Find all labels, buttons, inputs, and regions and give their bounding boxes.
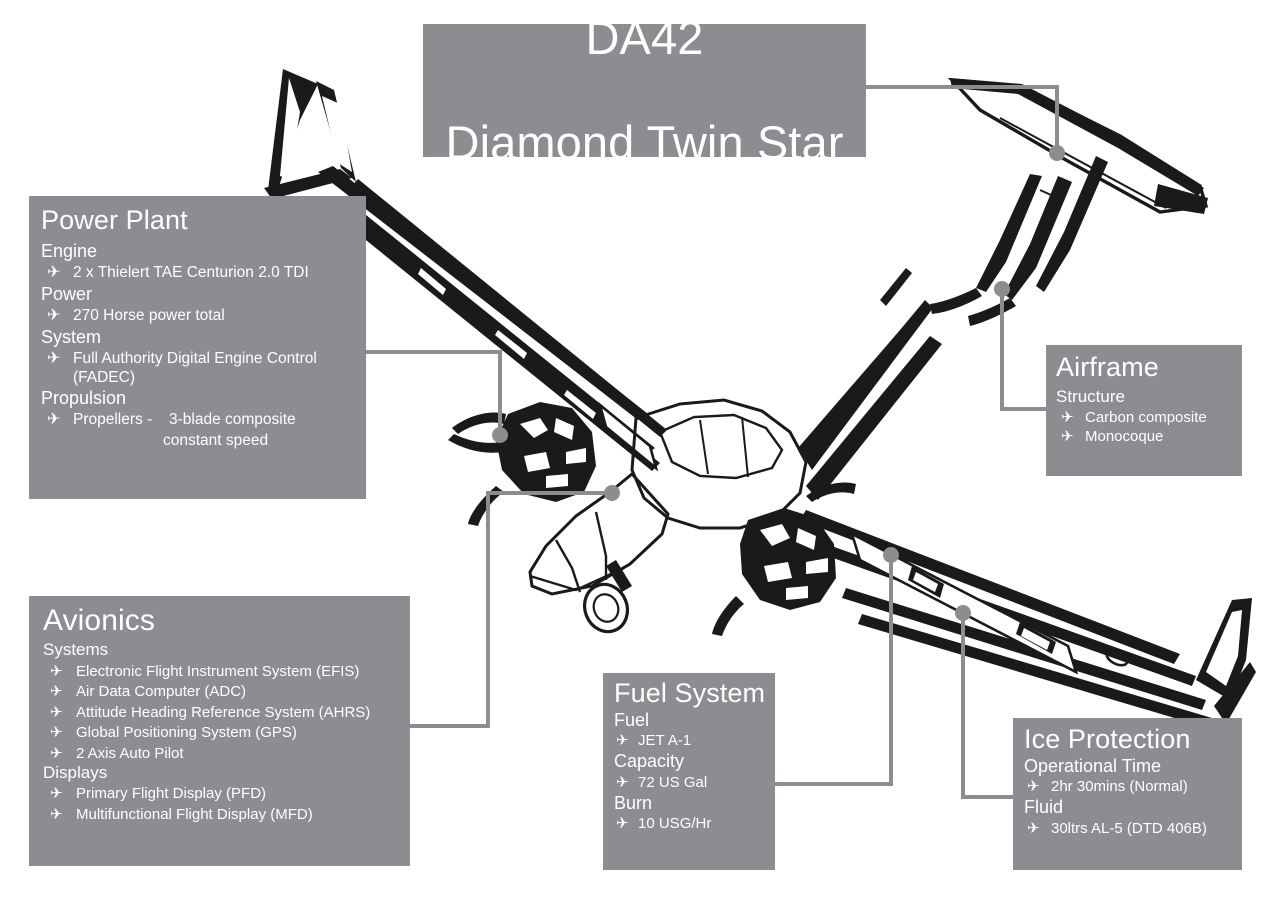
callout-airframe: Airframe Structure ✈ Carbon composite ✈ …	[1046, 345, 1242, 476]
power-plant-engine-list: ✈ 2 x Thielert TAE Centurion 2.0 TDI	[41, 264, 366, 283]
power-plant-section-propulsion: Propulsion	[41, 388, 127, 409]
callout-fuel-system: Fuel System Fuel ✈ JET A-1 Capacity ✈ 72…	[603, 673, 775, 870]
airplane-bullet-icon: ✈	[50, 724, 63, 742]
power-plant-system-item-1-cont: (FADEC)	[73, 368, 135, 386]
airplane-bullet-icon: ✈	[47, 307, 61, 325]
airplane-bullet-icon: ✈	[50, 785, 63, 803]
list-item: ✈ 2hr 30mins (Normal)	[1024, 778, 1242, 796]
burn-item-1: 10 USG/Hr	[638, 814, 712, 832]
list-item: ✈ 72 US Gal	[614, 774, 775, 792]
list-item: ✈ Full Authority Digital Engine Control …	[41, 350, 366, 387]
airplane-bullet-icon: ✈	[47, 264, 61, 282]
fuel-section-fuel: Fuel	[614, 710, 650, 731]
fuel-section-burn: Burn	[614, 792, 653, 813]
list-item: ✈ Propellers - 3-blade composite	[41, 411, 366, 430]
avionics-systems-item-3: Attitude Heading Reference System (AHRS)	[76, 703, 371, 721]
capacity-list: ✈ 72 US Gal	[614, 774, 775, 792]
ice-fluid-item-1: 30ltrs AL-5 (DTD 406B)	[1051, 819, 1207, 837]
callout-ice-protection: Ice Protection Operational Time ✈ 2hr 30…	[1013, 718, 1242, 870]
power-plant-propulsion-list: ✈ Propellers - 3-blade composite	[41, 411, 366, 430]
list-item: ✈ Primary Flight Display (PFD)	[43, 785, 410, 803]
list-item: ✈ Attitude Heading Reference System (AHR…	[43, 704, 410, 722]
power-plant-section-system: System	[41, 326, 102, 347]
airframe-section-structure: Structure	[1056, 387, 1125, 407]
ice-section-operational-time: Operational Time	[1024, 756, 1162, 777]
airplane-bullet-icon: ✈	[616, 773, 629, 791]
fuel-section-capacity: Capacity	[614, 751, 685, 772]
list-item: ✈ Global Positioning System (GPS)	[43, 724, 410, 742]
fuel-item-1: JET A-1	[638, 732, 692, 750]
list-item: ✈ 10 USG/Hr	[614, 815, 775, 833]
airplane-bullet-icon: ✈	[1027, 819, 1040, 837]
airframe-structure-item-1: Carbon composite	[1085, 408, 1207, 426]
avionics-displays-item-2: Multifunctional Flight Display (MFD)	[76, 805, 313, 823]
power-plant-power-list: ✈ 270 Horse power total	[41, 307, 366, 326]
ice-fluid-list: ✈ 30ltrs AL-5 (DTD 406B)	[1024, 820, 1242, 838]
power-plant-propulsion-item-3: constant speed	[163, 431, 269, 449]
list-item: ✈ Monocoque	[1056, 428, 1242, 446]
airframe-title: Airframe	[1056, 352, 1159, 382]
airplane-bullet-icon: ✈	[1061, 428, 1074, 446]
list-item: ✈ Multifunctional Flight Display (MFD)	[43, 806, 410, 824]
avionics-systems-item-1: Electronic Flight Instrument System (EFI…	[76, 662, 360, 680]
airplane-bullet-icon: ✈	[50, 805, 63, 823]
fuel-list: ✈ JET A-1	[614, 732, 775, 750]
avionics-section-displays: Displays	[43, 762, 108, 782]
power-plant-propulsion-item-1: Propellers -	[73, 411, 153, 429]
power-plant-system-list: ✈ Full Authority Digital Engine Control …	[41, 350, 366, 387]
avionics-systems-item-5: 2 Axis Auto Pilot	[76, 744, 184, 762]
avionics-title: Avionics	[43, 604, 155, 637]
power-plant-section-power: Power	[41, 283, 93, 304]
avionics-systems-list: ✈ Electronic Flight Instrument System (E…	[43, 663, 410, 763]
list-item: ✈ Carbon composite	[1056, 409, 1242, 427]
power-plant-system-item-1: Full Authority Digital Engine Control	[73, 349, 317, 367]
airframe-structure-item-2: Monocoque	[1085, 428, 1164, 446]
ice-section-fluid: Fluid	[1024, 797, 1064, 818]
title-name: Diamond Twin Star	[445, 115, 844, 169]
avionics-displays-list: ✈ Primary Flight Display (PFD) ✈ Multifu…	[43, 785, 410, 824]
capacity-item-1: 72 US Gal	[638, 773, 708, 791]
avionics-section-systems: Systems	[43, 640, 109, 660]
airplane-bullet-icon: ✈	[47, 349, 61, 367]
fuel-system-title: Fuel System	[614, 678, 766, 708]
airframe-structure-list: ✈ Carbon composite ✈ Monocoque	[1056, 409, 1242, 447]
power-plant-power-item-1: 270 Horse power total	[73, 307, 225, 325]
airplane-bullet-icon: ✈	[50, 744, 63, 762]
title-model: DA42	[585, 10, 704, 64]
power-plant-propulsion-item-2: 3-blade composite	[169, 411, 296, 429]
power-plant-section-engine: Engine	[41, 241, 98, 262]
airplane-bullet-icon: ✈	[1061, 408, 1074, 426]
list-item: ✈ JET A-1	[614, 732, 775, 750]
list-item: ✈ Air Data Computer (ADC)	[43, 683, 410, 701]
avionics-systems-item-4: Global Positioning System (GPS)	[76, 724, 297, 742]
avionics-displays-item-1: Primary Flight Display (PFD)	[76, 785, 267, 803]
airplane-bullet-icon: ✈	[50, 662, 63, 680]
ice-operational-time-list: ✈ 2hr 30mins (Normal)	[1024, 778, 1242, 796]
airplane-bullet-icon: ✈	[50, 683, 63, 701]
list-item: ✈ Electronic Flight Instrument System (E…	[43, 663, 410, 681]
list-item: ✈ 2 x Thielert TAE Centurion 2.0 TDI	[41, 264, 366, 283]
airplane-bullet-icon: ✈	[47, 411, 61, 429]
list-item: ✈ 30ltrs AL-5 (DTD 406B)	[1024, 820, 1242, 838]
ice-protection-title: Ice Protection	[1024, 724, 1191, 754]
airplane-bullet-icon: ✈	[50, 703, 63, 721]
avionics-systems-item-2: Air Data Computer (ADC)	[76, 683, 247, 701]
ice-operational-time-item-1: 2hr 30mins (Normal)	[1051, 778, 1188, 796]
burn-list: ✈ 10 USG/Hr	[614, 815, 775, 833]
list-item: ✈ 270 Horse power total	[41, 307, 366, 326]
power-plant-engine-item-1: 2 x Thielert TAE Centurion 2.0 TDI	[73, 264, 309, 282]
callout-avionics: Avionics Systems ✈ Electronic Flight Ins…	[29, 596, 410, 866]
power-plant-title: Power Plant	[41, 205, 188, 235]
airplane-bullet-icon: ✈	[616, 732, 629, 750]
airplane-bullet-icon: ✈	[1027, 778, 1040, 796]
callout-power-plant: Power Plant Engine ✈ 2 x Thielert TAE Ce…	[29, 196, 366, 499]
airplane-bullet-icon: ✈	[616, 814, 629, 832]
title-banner: DA42 Diamond Twin Star	[423, 11, 866, 168]
poster-title: DA42 Diamond Twin Star	[446, 0, 844, 222]
list-item: ✈ 2 Axis Auto Pilot	[43, 745, 410, 763]
